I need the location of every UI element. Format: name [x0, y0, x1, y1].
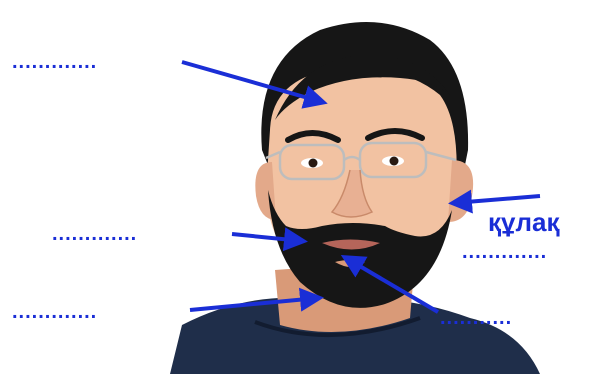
label-ear: құлақ	[488, 208, 559, 236]
label-blank-forehead: .............	[12, 52, 97, 72]
label-blank-moustache: .............	[52, 224, 137, 244]
label-blank-beard: .............	[12, 302, 97, 322]
label-blank-chin: ...........	[440, 308, 512, 328]
ear	[448, 160, 473, 222]
label-blank-under-ear: .............	[462, 242, 547, 262]
